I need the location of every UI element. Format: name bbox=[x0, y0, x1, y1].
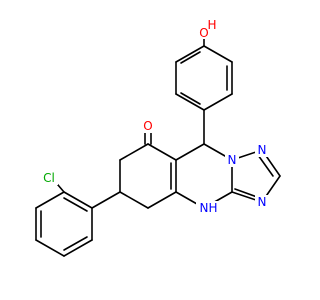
bond bbox=[63, 191, 93, 209]
bond bbox=[119, 191, 149, 209]
ketone-oxygen-label: O bbox=[143, 119, 152, 133]
bond bbox=[91, 191, 121, 209]
bond bbox=[234, 188, 258, 198]
bond bbox=[147, 191, 177, 209]
bond bbox=[35, 239, 65, 257]
atom-labels-layer: O H O Cl N N N N H bbox=[40, 18, 269, 215]
hydroxyl-oxygen-label: O bbox=[199, 26, 208, 40]
hydroxyl-hydrogen-label: H bbox=[207, 18, 216, 32]
triazole-nitrogen-2-label: N bbox=[258, 143, 267, 157]
bond bbox=[180, 92, 201, 105]
label-background bbox=[196, 201, 218, 215]
triazole-nitrogen-3-label: N bbox=[258, 195, 267, 209]
chlorine-label: Cl bbox=[43, 171, 55, 185]
bond bbox=[180, 51, 201, 64]
bond bbox=[147, 143, 177, 161]
label-background bbox=[225, 153, 239, 167]
label-background bbox=[198, 25, 210, 39]
bond bbox=[257, 154, 274, 177]
bond bbox=[119, 143, 149, 161]
molecule-structure: O H O Cl N N N N H bbox=[35, 18, 281, 257]
bonds-layer bbox=[35, 37, 281, 257]
amine-nitrogen-label: N bbox=[200, 201, 209, 215]
bond bbox=[175, 45, 205, 63]
label-background bbox=[255, 143, 269, 157]
bond bbox=[63, 239, 93, 257]
amine-hydrogen-label: H bbox=[208, 201, 217, 215]
bond bbox=[63, 236, 88, 251]
bond bbox=[175, 93, 205, 111]
label-background bbox=[255, 195, 269, 209]
bond bbox=[175, 143, 205, 161]
bond bbox=[63, 197, 88, 212]
bond bbox=[203, 45, 233, 63]
label-background bbox=[40, 171, 58, 185]
triazole-nitrogen-1-label: N bbox=[228, 153, 237, 167]
label-background bbox=[141, 119, 155, 133]
bond bbox=[203, 93, 233, 111]
bond bbox=[35, 191, 65, 209]
